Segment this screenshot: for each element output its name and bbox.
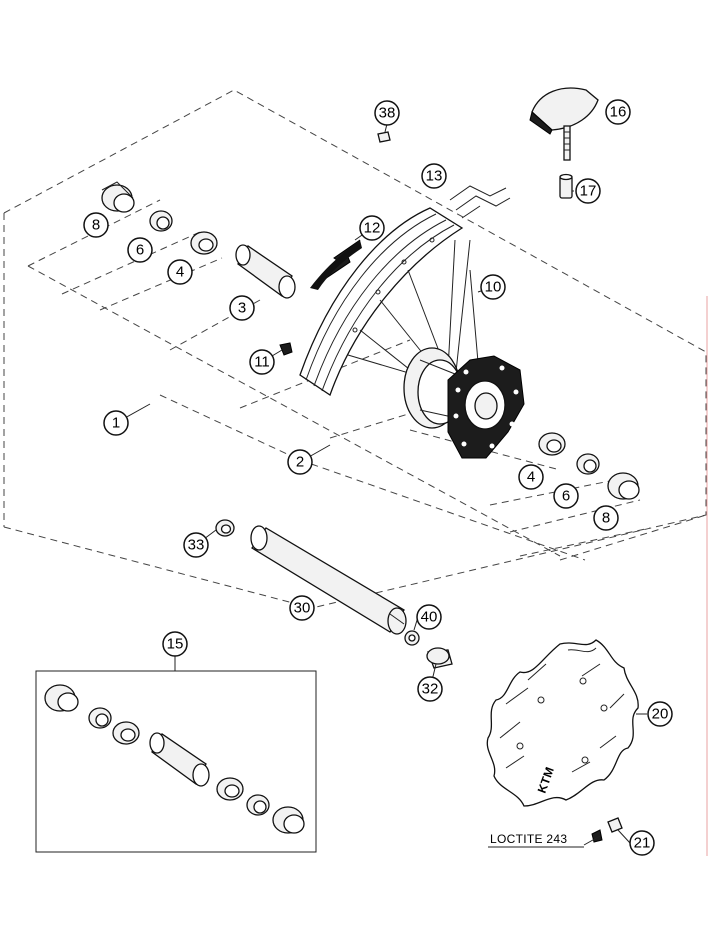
nipple-11 xyxy=(279,342,293,356)
svg-text:6: 6 xyxy=(562,488,570,505)
callout-4-left: 4 xyxy=(167,259,193,285)
callout-38: 38 xyxy=(374,100,400,126)
callout-6-right: 6 xyxy=(553,483,579,509)
loctite-note: LOCTITE 243 xyxy=(488,832,584,848)
nut-17 xyxy=(559,173,573,199)
loctite-label: LOCTITE 243 xyxy=(490,832,567,846)
bolt-32 xyxy=(426,647,453,669)
callout-16: 16 xyxy=(605,99,631,125)
callout-40: 40 xyxy=(416,604,442,630)
screw-21 xyxy=(583,817,623,846)
spacer-8-left xyxy=(101,181,135,213)
nut-33 xyxy=(215,519,235,537)
callout-8-right: 8 xyxy=(593,505,619,531)
callout-13: 13 xyxy=(421,163,447,189)
callout-15: 15 xyxy=(162,631,188,657)
brake-disc-20: KTM xyxy=(486,639,639,807)
bearing-4-left xyxy=(190,231,218,255)
callout-30: 30 xyxy=(289,595,315,621)
svg-text:21: 21 xyxy=(634,835,651,852)
svg-text:16: 16 xyxy=(610,104,627,121)
callout-2: 2 xyxy=(287,449,313,475)
callout-10: 10 xyxy=(480,274,506,300)
svg-text:30: 30 xyxy=(294,600,311,617)
seal-6-right xyxy=(576,453,600,475)
svg-text:33: 33 xyxy=(188,537,205,554)
svg-text:3: 3 xyxy=(238,300,246,317)
callout-20: 20 xyxy=(647,701,673,727)
callout-3: 3 xyxy=(229,295,255,321)
svg-text:15: 15 xyxy=(167,636,184,653)
cap-38 xyxy=(377,131,391,143)
callout-6-left: 6 xyxy=(127,237,153,263)
svg-text:40: 40 xyxy=(421,609,438,626)
callout-4-right: 4 xyxy=(518,464,544,490)
svg-text:6: 6 xyxy=(136,242,144,259)
rotation-arrow xyxy=(310,239,362,290)
callout-11: 11 xyxy=(249,349,275,375)
spacer-8-right xyxy=(607,472,640,500)
svg-text:4: 4 xyxy=(527,469,535,486)
axle-30 xyxy=(250,525,407,635)
svg-text:2: 2 xyxy=(296,454,304,471)
svg-text:20: 20 xyxy=(652,706,669,723)
callout-1: 1 xyxy=(103,410,129,436)
seal-6-left xyxy=(149,210,173,232)
assembly-frame-dashed xyxy=(3,89,707,609)
callout-12: 12 xyxy=(359,215,385,241)
spacer-3 xyxy=(235,244,296,299)
callout-33: 33 xyxy=(183,532,209,558)
repair-kit-box xyxy=(35,655,317,853)
rim-lock-16 xyxy=(529,87,599,161)
svg-text:11: 11 xyxy=(254,354,270,371)
bearing-4-right xyxy=(538,432,566,456)
spoke-wrench-13 xyxy=(449,185,511,219)
callout-21: 21 xyxy=(629,830,655,856)
svg-text:38: 38 xyxy=(379,105,396,122)
kit-parts xyxy=(44,684,305,834)
washer-40 xyxy=(404,630,420,646)
hub xyxy=(403,347,525,459)
svg-text:17: 17 xyxy=(580,183,597,200)
callout-8-left: 8 xyxy=(83,212,109,238)
svg-text:32: 32 xyxy=(422,681,439,698)
svg-text:1: 1 xyxy=(112,415,120,432)
svg-text:4: 4 xyxy=(176,264,184,281)
svg-text:13: 13 xyxy=(426,168,443,185)
svg-text:8: 8 xyxy=(602,510,610,527)
callout-17: 17 xyxy=(575,178,601,204)
callout-32: 32 xyxy=(417,676,443,702)
svg-text:10: 10 xyxy=(485,279,502,296)
svg-text:8: 8 xyxy=(92,217,100,234)
svg-text:12: 12 xyxy=(364,220,381,237)
